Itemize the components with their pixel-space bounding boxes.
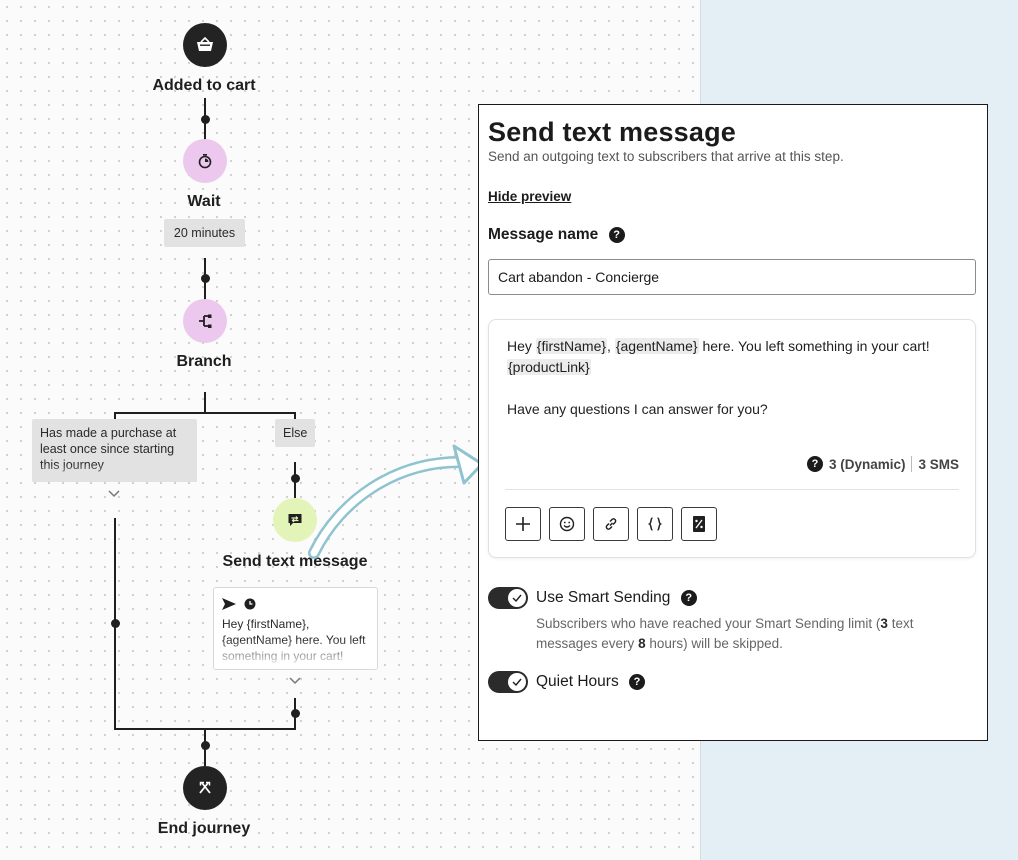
panel-subtitle: Send an outgoing text to subscribers tha… xyxy=(488,149,844,164)
braces-icon xyxy=(647,517,663,531)
sms-count: 3 SMS xyxy=(918,456,959,472)
branch-split-line xyxy=(115,412,295,414)
help-icon[interactable]: ? xyxy=(608,226,625,243)
divider xyxy=(505,489,959,490)
connector-dot xyxy=(200,115,210,124)
message-text: Have any questions I can answer for you? xyxy=(507,401,768,417)
connector-dot xyxy=(200,741,210,750)
finish-icon xyxy=(199,781,211,794)
link-icon xyxy=(605,518,617,530)
help-icon[interactable]: ? xyxy=(680,589,697,606)
send-text-node[interactable] xyxy=(273,498,317,542)
connector-line xyxy=(294,412,296,420)
limit-hours: 8 xyxy=(638,636,646,651)
hide-preview-link[interactable]: Hide preview xyxy=(488,189,572,204)
help-icon[interactable]: ? xyxy=(629,673,646,690)
smart-sending-description: Subscribers who have reached your Smart … xyxy=(536,614,966,654)
discount-icon xyxy=(693,516,705,532)
branch-condition-card[interactable]: Has made a purchase at least once since … xyxy=(32,419,197,482)
quiet-hours-label-text: Quiet Hours xyxy=(536,673,619,690)
message-editor[interactable]: Hey {firstName}, {agentName} here. You l… xyxy=(488,319,976,558)
message-preview-card[interactable]: Hey {firstName}, {agentName} here. You l… xyxy=(213,587,378,670)
smart-sending-label: Use Smart Sending ? xyxy=(536,589,697,607)
chevron-down-icon[interactable] xyxy=(107,489,121,499)
basket-icon xyxy=(197,37,213,51)
divider xyxy=(911,456,913,472)
trigger-label: Added to cart xyxy=(152,77,256,94)
quiet-hours-toggle[interactable] xyxy=(488,671,528,693)
connector-dot xyxy=(110,619,120,628)
quiet-hours-label: Quiet Hours ? xyxy=(536,673,646,691)
wait-node[interactable] xyxy=(183,139,227,183)
smart-sending-toggle[interactable] xyxy=(488,587,528,609)
character-count: 3 (Dynamic) xyxy=(828,456,906,472)
end-node[interactable] xyxy=(183,766,227,810)
message-body[interactable]: Hey {firstName}, {agentName} here. You l… xyxy=(507,336,957,420)
fade-overlay xyxy=(214,639,377,669)
connector-dot xyxy=(290,474,300,483)
connector-line xyxy=(204,392,206,414)
else-chip: Else xyxy=(275,419,315,447)
connector-dot xyxy=(200,274,210,283)
discount-button[interactable] xyxy=(681,507,717,541)
panel-title: Send text message xyxy=(488,117,737,147)
dynamic-token[interactable]: {firstName} xyxy=(535,338,608,354)
message-text: here. You left something in your cart! xyxy=(702,338,930,354)
send-text-panel: Send text message Send an outgoing text … xyxy=(478,104,988,741)
connector-dot xyxy=(290,709,300,718)
add-icon xyxy=(516,517,530,531)
wait-label: Wait xyxy=(187,193,221,210)
fade-overlay xyxy=(32,464,197,482)
branch-label: Branch xyxy=(176,353,232,370)
callout-arrow xyxy=(308,444,484,559)
limit-count: 3 xyxy=(880,616,888,631)
message-icon xyxy=(288,514,302,526)
chevron-down-icon[interactable] xyxy=(288,676,302,686)
branch-node[interactable] xyxy=(183,299,227,343)
desc-text: hours) will be skipped. xyxy=(649,636,783,651)
desc-text: text messages every xyxy=(536,616,914,651)
link-button[interactable] xyxy=(593,507,629,541)
trigger-node[interactable] xyxy=(183,23,227,67)
dynamic-token[interactable]: {productLink} xyxy=(507,359,591,375)
check-icon xyxy=(512,678,522,686)
desc-text: Subscribers who have reached your Smart … xyxy=(536,616,881,631)
message-text: Hey xyxy=(507,338,532,354)
smart-sending-label-text: Use Smart Sending xyxy=(536,589,671,606)
message-text: , xyxy=(607,338,611,354)
emoji-button[interactable] xyxy=(549,507,585,541)
connector-line xyxy=(114,412,116,420)
clock-icon xyxy=(244,598,256,610)
send-icon xyxy=(222,598,236,610)
timer-icon xyxy=(198,154,212,169)
message-count: ? 3 (Dynamic) 3 SMS xyxy=(806,456,959,472)
dynamic-token[interactable]: {agentName} xyxy=(614,338,699,354)
end-label: End journey xyxy=(157,820,251,837)
toggle-knob xyxy=(508,673,526,691)
message-name-label: Message name ? xyxy=(488,226,625,244)
message-name-input[interactable] xyxy=(488,259,976,295)
send-text-label: Send text message xyxy=(222,553,368,570)
branch-icon xyxy=(199,314,212,328)
wait-duration: 20 minutes xyxy=(164,219,245,247)
add-button[interactable] xyxy=(505,507,541,541)
help-icon[interactable]: ? xyxy=(806,456,823,472)
personalize-button[interactable] xyxy=(637,507,673,541)
emoji-icon xyxy=(559,516,575,532)
toggle-knob xyxy=(508,589,526,607)
message-name-label-text: Message name xyxy=(488,226,599,243)
check-icon xyxy=(512,594,522,602)
